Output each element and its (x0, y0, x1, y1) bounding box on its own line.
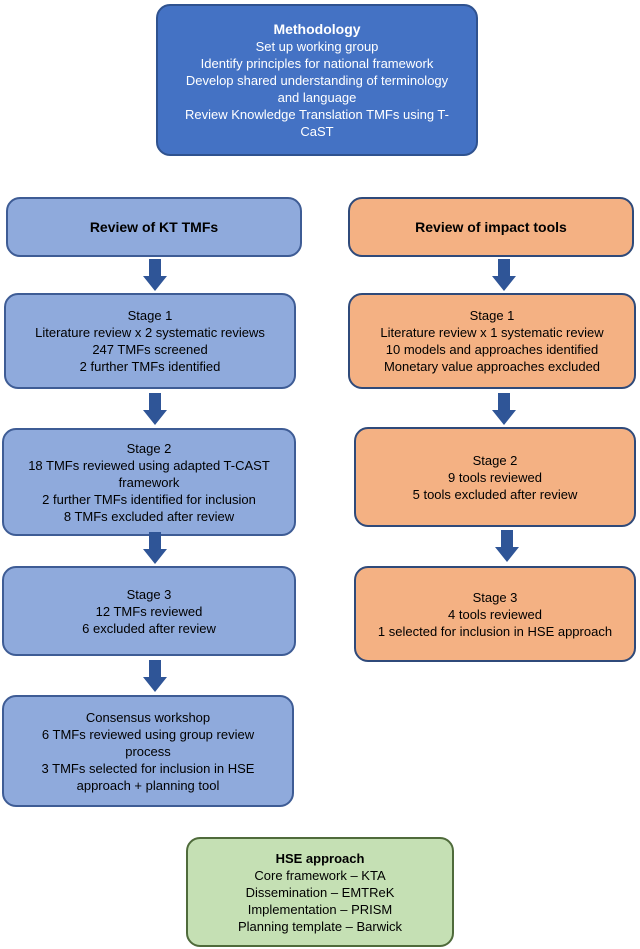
impact-stage2-line: 5 tools excluded after review (412, 486, 578, 502)
kt-stage2-line: 2 further TMFs identified for inclusion (42, 491, 256, 507)
down-arrow-icon (143, 259, 167, 291)
kt-stage3-line: 6 excluded after review (82, 620, 216, 636)
kt-stage1-line: Literature review x 2 systematic reviews (35, 325, 265, 340)
down-arrow-icon (492, 393, 516, 425)
methodology-title: Methodology (273, 20, 361, 37)
kt-stage2-box: Stage 2 18 TMFs reviewed using adapted T… (2, 428, 296, 536)
impact-stage1-box: Stage 1 Literature review x 1 systematic… (348, 293, 636, 389)
kt-stage2-line: 8 TMFs excluded after review (63, 508, 235, 524)
impact-stage1-title: Stage 1 (469, 308, 515, 323)
kt-tmf-review-header: Review of KT TMFs (6, 197, 302, 257)
kt-stage3-title: Stage 3 (126, 586, 172, 602)
down-arrow-icon (143, 660, 167, 692)
down-arrow-icon (492, 259, 516, 291)
kt-stage1-title: Stage 1 (127, 308, 173, 323)
methodology-line: Set up working group (255, 38, 379, 54)
impact-stage2-title: Stage 2 (472, 452, 518, 468)
impact-stage2-box: Stage 2 9 tools reviewed 5 tools exclude… (354, 427, 636, 527)
impact-stage3-line: 1 selected for inclusion in HSE approach (377, 623, 613, 639)
hse-approach-line: Core framework – KTA (254, 867, 386, 883)
impact-stage3-line: 4 tools reviewed (448, 606, 542, 622)
consensus-workshop-line: process (125, 743, 171, 759)
down-arrow-icon (495, 530, 519, 562)
hse-approach-line: Implementation – PRISM (247, 901, 393, 917)
impact-stage1-line: Literature review x 1 systematic review (380, 325, 604, 340)
methodology-line: CaST (300, 123, 334, 139)
consensus-workshop-line: 3 TMFs selected for inclusion in HSE (41, 760, 255, 776)
hse-approach-title: HSE approach (275, 850, 365, 866)
impact-stage3-title: Stage 3 (472, 589, 518, 605)
down-arrow-icon (143, 393, 167, 425)
impact-stage1-line: Monetary value approaches excluded (383, 359, 601, 374)
consensus-workshop-box: Consensus workshop 6 TMFs reviewed using… (2, 695, 294, 807)
impact-stage3-box: Stage 3 4 tools reviewed 1 selected for … (354, 566, 636, 662)
kt-stage3-line: 12 TMFs reviewed (95, 603, 203, 619)
consensus-workshop-title: Consensus workshop (85, 709, 211, 725)
kt-stage1-line: 247 TMFs screened (92, 342, 208, 357)
consensus-workshop-line: 6 TMFs reviewed using group review (41, 726, 255, 742)
consensus-workshop-line: approach + planning tool (76, 777, 220, 793)
impact-stage2-line: 9 tools reviewed (448, 469, 542, 485)
methodology-line: Develop shared understanding of terminol… (185, 72, 449, 88)
down-arrow-icon (143, 532, 167, 564)
methodology-line: and language (277, 89, 357, 105)
methodology-line: Identify principles for national framewo… (200, 55, 434, 71)
impact-stage1-line: 10 models and approaches identified (385, 342, 599, 357)
kt-stage2-line: framework (118, 474, 180, 490)
hse-approach-box: HSE approach Core framework – KTA Dissem… (186, 837, 454, 947)
methodology-line: Review Knowledge Translation TMFs using … (185, 106, 449, 122)
kt-stage1-box: Stage 1 Literature review x 2 systematic… (4, 293, 296, 389)
impact-tools-review-header: Review of impact tools (348, 197, 634, 257)
hse-approach-line: Dissemination – EMTReK (245, 884, 395, 900)
kt-stage1-line: 2 further TMFs identified (79, 359, 221, 374)
hse-approach-line: Planning template – Barwick (237, 918, 403, 934)
kt-tmf-review-title: Review of KT TMFs (89, 218, 219, 235)
methodology-box: Methodology Set up working group Identif… (156, 4, 478, 156)
kt-stage2-line: 18 TMFs reviewed using adapted T-CAST (28, 457, 270, 473)
kt-stage3-box: Stage 3 12 TMFs reviewed 6 excluded afte… (2, 566, 296, 656)
impact-tools-review-title: Review of impact tools (415, 218, 567, 235)
kt-stage2-title: Stage 2 (126, 440, 172, 456)
